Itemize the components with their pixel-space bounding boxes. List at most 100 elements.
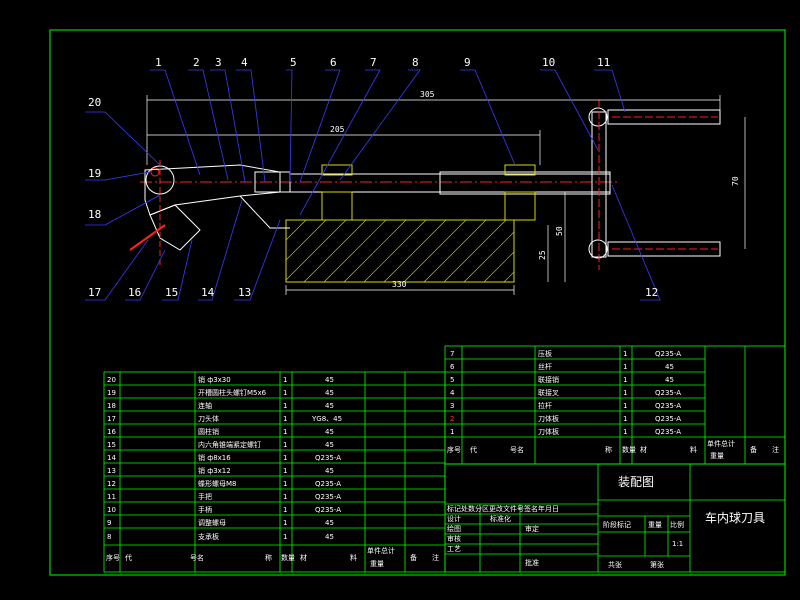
svg-text:绘图: 绘图 — [447, 524, 461, 533]
svg-text:Q235-A: Q235-A — [315, 480, 341, 488]
svg-text:阶段标记: 阶段标记 — [603, 520, 631, 529]
rod-end — [439, 171, 611, 195]
dim-overall-length: 305 — [420, 90, 435, 99]
callout-6: 6 — [330, 56, 337, 69]
svg-text:1: 1 — [283, 493, 287, 501]
svg-text:Q235-A: Q235-A — [315, 493, 341, 501]
pivot-pin — [150, 167, 160, 177]
callout-2: 2 — [193, 56, 200, 69]
svg-text:工艺: 工艺 — [447, 545, 461, 553]
svg-text:序号: 序号 — [447, 445, 461, 454]
svg-text:材: 材 — [300, 553, 307, 562]
svg-text:Q235-A: Q235-A — [655, 350, 681, 358]
svg-text:1: 1 — [623, 350, 627, 358]
svg-text:45: 45 — [325, 519, 334, 527]
dim-inner-length: 205 — [330, 125, 345, 134]
dim-height-50: 50 — [555, 226, 564, 236]
svg-text:45: 45 — [325, 467, 334, 475]
callout-16: 16 — [128, 286, 141, 299]
svg-text:料: 料 — [350, 553, 357, 562]
svg-text:重量: 重量 — [648, 521, 662, 529]
drawing-name: 车内球刀具 — [705, 510, 765, 525]
svg-text:1: 1 — [283, 389, 287, 397]
svg-text:第张: 第张 — [650, 560, 664, 569]
svg-text:14: 14 — [107, 454, 116, 462]
svg-text:审定: 审定 — [525, 524, 539, 533]
svg-text:1: 1 — [283, 519, 287, 527]
svg-text:Q235-A: Q235-A — [655, 402, 681, 410]
svg-text:开槽圆柱头螺钉M5x6: 开槽圆柱头螺钉M5x6 — [198, 388, 267, 397]
svg-text:9: 9 — [107, 519, 111, 527]
svg-text:45: 45 — [325, 402, 334, 410]
svg-text:数量: 数量 — [622, 445, 636, 454]
dim-height-25: 25 — [538, 250, 547, 260]
svg-text:调整螺母: 调整螺母 — [198, 518, 226, 527]
callout-1: 1 — [155, 56, 162, 69]
svg-text:1: 1 — [283, 454, 287, 462]
svg-text:1: 1 — [283, 533, 287, 541]
svg-text:Q235-A: Q235-A — [655, 389, 681, 397]
callout-17: 17 — [88, 286, 101, 299]
svg-text:丝杆: 丝杆 — [538, 362, 552, 371]
handle-knob-top — [588, 107, 608, 127]
svg-text:YG8、45: YG8、45 — [311, 415, 342, 423]
svg-text:Q235-A: Q235-A — [655, 415, 681, 423]
svg-text:1: 1 — [623, 402, 627, 410]
svg-text:注: 注 — [772, 445, 779, 454]
callout-15: 15 — [165, 286, 178, 299]
dim-height-70: 70 — [731, 176, 740, 186]
svg-text:1: 1 — [450, 428, 454, 436]
title-block — [444, 463, 786, 573]
svg-text:1: 1 — [623, 389, 627, 397]
parts-table-left — [103, 371, 446, 573]
svg-text:支承板: 支承板 — [198, 532, 219, 541]
svg-text:称: 称 — [605, 445, 612, 454]
svg-text:代: 代 — [470, 445, 477, 454]
svg-text:1: 1 — [283, 415, 287, 423]
assembly-view — [129, 100, 721, 283]
svg-text:1: 1 — [283, 428, 287, 436]
svg-text:销 ф3x30: 销 ф3x30 — [198, 375, 231, 384]
svg-text:刀体板: 刀体板 — [538, 414, 559, 423]
svg-text:18: 18 — [107, 402, 116, 410]
outer-frame — [49, 29, 786, 576]
callout-10: 10 — [542, 56, 555, 69]
svg-text:16: 16 — [107, 428, 116, 436]
callout-18: 18 — [88, 208, 101, 221]
support-plate-bottom-right — [504, 191, 536, 221]
support-plate-bottom-left — [321, 191, 353, 221]
svg-text:联接销: 联接销 — [538, 375, 559, 384]
svg-text:15: 15 — [107, 441, 116, 449]
svg-text:刀体板: 刀体板 — [538, 427, 559, 436]
svg-text:1: 1 — [283, 376, 287, 384]
cutter-head — [149, 204, 201, 251]
svg-text:17: 17 — [107, 415, 116, 423]
svg-text:45: 45 — [325, 376, 334, 384]
cutter-tip — [129, 224, 166, 251]
svg-text:审核: 审核 — [447, 534, 461, 543]
svg-text:1: 1 — [623, 415, 627, 423]
grip-top — [607, 109, 721, 125]
svg-text:手柄: 手柄 — [198, 505, 212, 514]
handle-knob-bottom — [588, 239, 608, 259]
svg-text:拉杆: 拉杆 — [538, 401, 552, 410]
callout-14: 14 — [201, 286, 215, 299]
svg-text:料: 料 — [690, 445, 697, 454]
callout-19: 19 — [88, 167, 101, 180]
svg-text:1: 1 — [623, 428, 627, 436]
dim-base-length: 330 — [392, 280, 407, 289]
callout-3: 3 — [215, 56, 222, 69]
svg-text:1:1: 1:1 — [672, 540, 683, 548]
svg-text:2: 2 — [450, 415, 454, 423]
svg-text:Q235-A: Q235-A — [315, 506, 341, 514]
callout-20: 20 — [88, 96, 101, 109]
support-plate-top-left — [321, 164, 353, 176]
drawing-type: 装配图 — [618, 475, 654, 489]
svg-text:压板: 压板 — [538, 349, 552, 358]
svg-text:重量: 重量 — [710, 452, 724, 460]
svg-text:材: 材 — [640, 445, 647, 454]
svg-text:数量: 数量 — [281, 553, 295, 562]
svg-text:4: 4 — [450, 389, 455, 397]
svg-text:12: 12 — [107, 480, 116, 488]
